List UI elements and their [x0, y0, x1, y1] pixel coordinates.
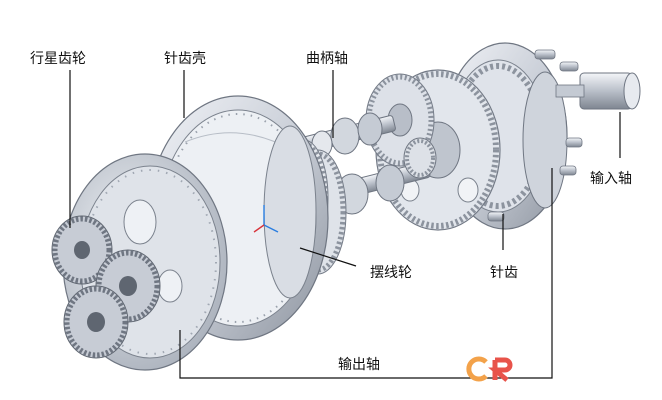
label-planetary-gear: 行星齿轮 [30, 51, 86, 67]
leader-lines [69, 70, 621, 379]
housing-bolts [487, 49, 583, 222]
crank-shaft-lower [320, 137, 437, 215]
label-pin-tooth: 针齿 [490, 265, 518, 281]
label-cycloid-gear: 摆线轮 [370, 265, 412, 281]
leader-output-shaft [179, 168, 553, 379]
input-shaft-part [555, 72, 641, 110]
label-pin-housing: 针齿壳 [164, 51, 206, 67]
watermark-logo [466, 356, 513, 382]
label-crank-shaft: 曲柄轴 [306, 51, 348, 67]
crank-shaft-upper [300, 112, 396, 158]
planet-gear-3 [63, 285, 129, 359]
planet-gear-1 [51, 215, 113, 285]
label-input-shaft: 输入轴 [590, 171, 632, 187]
label-output-shaft: 输出轴 [338, 357, 380, 373]
leader-cycloid-gear [299, 247, 357, 267]
